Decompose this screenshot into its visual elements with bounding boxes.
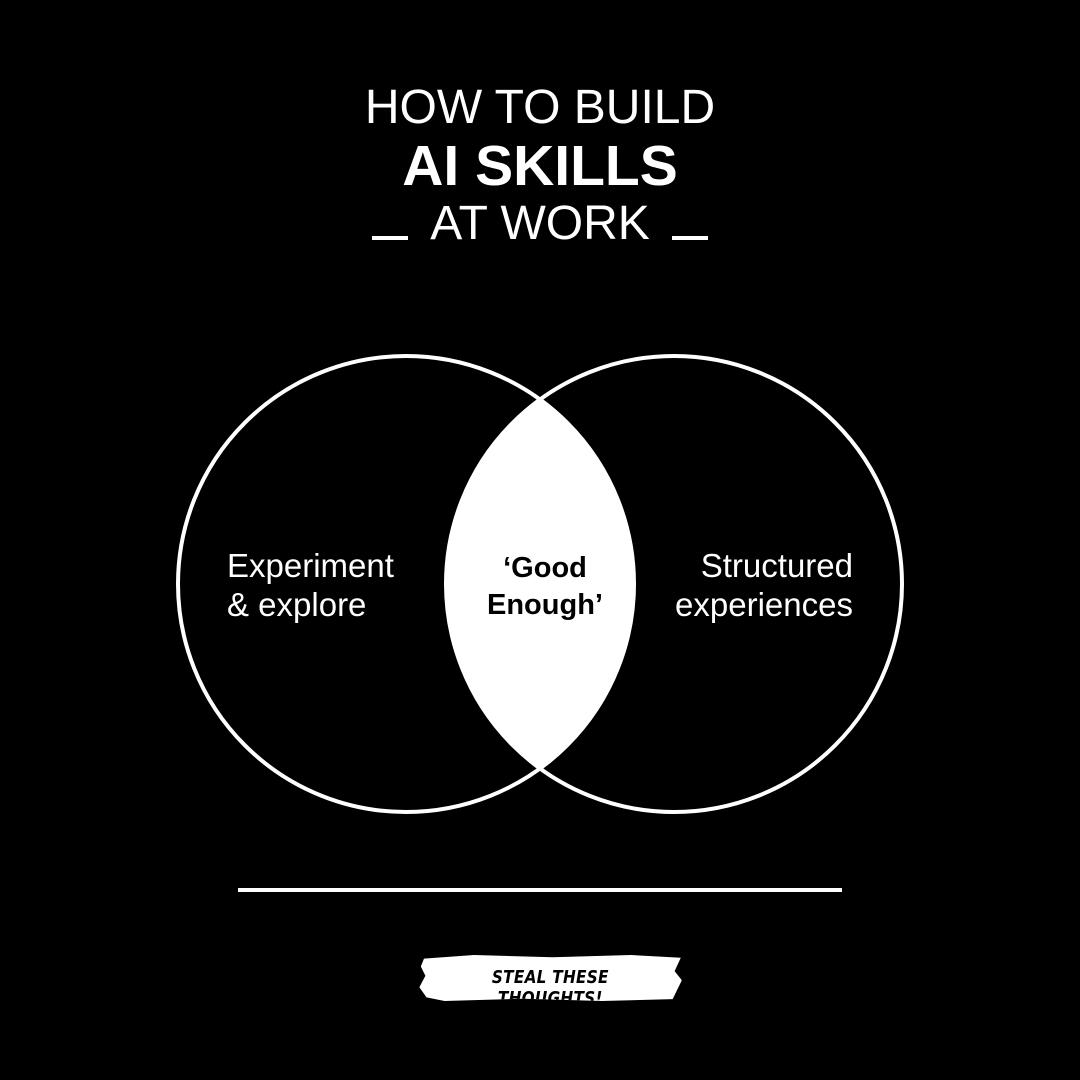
left-label-line: & explore xyxy=(227,586,367,623)
overlap-label-line: ‘Good xyxy=(503,552,587,584)
venn-circle-left xyxy=(176,354,636,814)
title-line-2: AI SKILLS xyxy=(402,134,678,198)
overlap-label-line: Enough’ xyxy=(487,589,603,621)
right-label-line: Structured xyxy=(700,547,853,584)
title-line-1: HOW TO BUILD xyxy=(364,81,716,134)
title-dash-right xyxy=(672,236,708,240)
venn-circle-right xyxy=(444,354,904,814)
venn-overlap-label: ‘Good Enough’ xyxy=(440,550,650,624)
right-label-line: experiences xyxy=(675,586,853,623)
venn-left-label: Experiment & explore xyxy=(227,546,394,624)
title-dash-left xyxy=(372,236,408,240)
venn-right-label: Structured experiences xyxy=(675,546,853,624)
brush-logo: STEAL THESE THOUGHTS! xyxy=(418,955,683,1001)
venn-overlap xyxy=(445,399,635,769)
left-label-line: Experiment xyxy=(227,547,394,584)
title-line-3: AT WORK xyxy=(430,197,650,250)
divider xyxy=(238,888,842,892)
